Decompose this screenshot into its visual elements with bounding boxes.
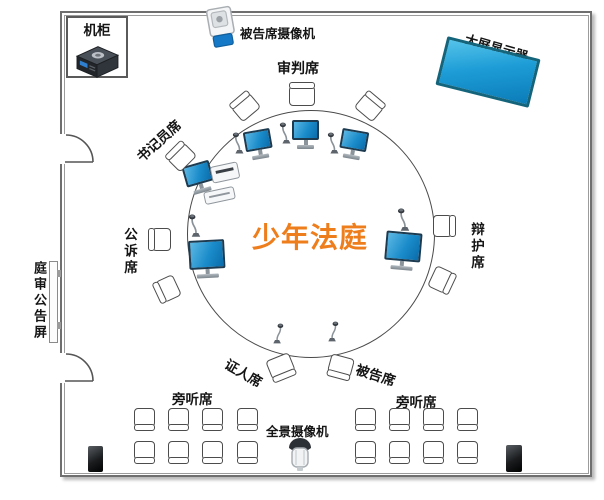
room-wall-inner-line xyxy=(63,14,589,474)
panorama-camera-label: 全景摄像机 xyxy=(266,424,329,439)
gallery-chair xyxy=(457,441,478,464)
court-title: 少年法庭 xyxy=(251,221,368,254)
microphone-icon xyxy=(188,214,201,237)
gallery-chair xyxy=(389,441,410,464)
speaker-icon xyxy=(88,446,103,472)
gallery-chair xyxy=(355,408,376,431)
defense-monitor-icon xyxy=(383,230,423,272)
speaker-icon xyxy=(506,445,522,472)
panorama-camera-icon xyxy=(289,438,311,471)
judge-chair xyxy=(289,82,315,106)
defendant-camera-icon xyxy=(205,5,235,48)
gallery-chair xyxy=(423,408,444,431)
door-opening-upper xyxy=(57,134,68,164)
gallery-right-label: 旁听席 xyxy=(396,395,437,411)
prosecutor-chair xyxy=(148,228,171,251)
gallery-chair xyxy=(355,441,376,464)
microphone-icon xyxy=(279,122,291,144)
gallery-chair xyxy=(237,441,258,464)
gallery-chair xyxy=(237,408,258,431)
server-cabinet-icon xyxy=(75,46,120,78)
gallery-chair xyxy=(168,441,189,464)
door-arc-upper-icon xyxy=(65,134,94,163)
judge-monitor-right-icon xyxy=(338,127,370,161)
announcement-screen-panel xyxy=(49,261,61,343)
microphone-icon xyxy=(328,321,339,342)
microphone-icon xyxy=(327,132,339,154)
gallery-left-label: 旁听席 xyxy=(172,392,213,408)
gallery-chair xyxy=(202,408,223,431)
gallery-chair xyxy=(134,408,155,431)
prosecutor-label: 公诉席 xyxy=(121,227,137,277)
door-opening-lower xyxy=(57,353,68,383)
judge-bench-label: 审判席 xyxy=(277,61,319,77)
announcement-screen-label: 庭审公告屏 xyxy=(31,261,46,341)
microphone-icon xyxy=(397,208,410,231)
judge-monitor-left-icon xyxy=(242,127,275,161)
gallery-chair xyxy=(168,408,189,431)
defendant-camera-label: 被告席摄像机 xyxy=(240,26,316,41)
gallery-chair xyxy=(389,408,410,431)
gallery-chair xyxy=(134,441,155,464)
microphone-icon xyxy=(232,132,244,154)
gallery-chair xyxy=(457,408,478,431)
gallery-chair xyxy=(423,441,444,464)
equipment-cabinet-box: 机柜 xyxy=(66,16,128,78)
cabinet-label: 机柜 xyxy=(83,23,111,39)
defense-label: 辩护席 xyxy=(468,222,484,272)
prosecutor-monitor-icon xyxy=(188,239,226,279)
defense-chair xyxy=(433,215,456,237)
judge-monitor-center-icon xyxy=(292,120,319,149)
microphone-icon xyxy=(273,323,284,344)
gallery-chair xyxy=(202,441,223,464)
door-arc-lower-icon xyxy=(65,353,94,382)
